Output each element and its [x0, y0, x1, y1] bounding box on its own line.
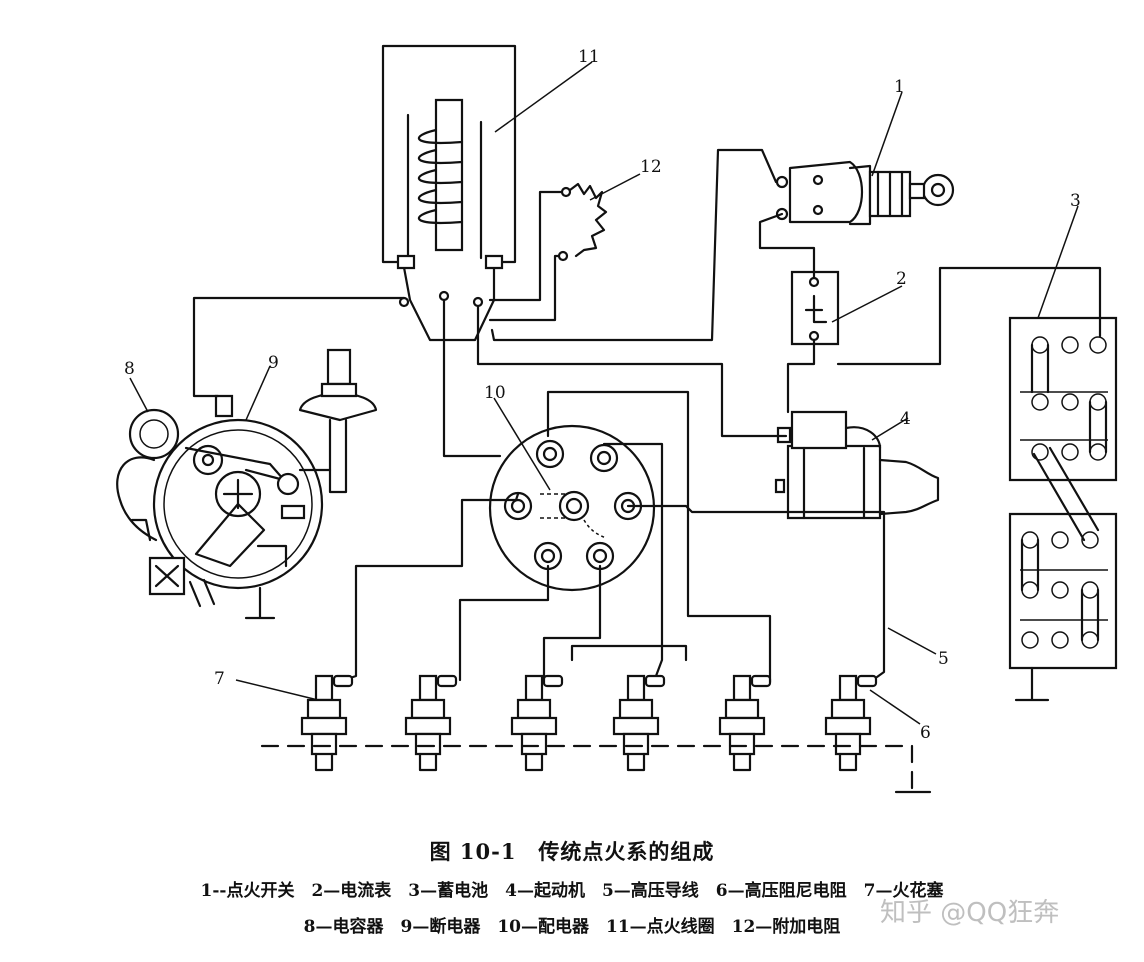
spark-plug-3 — [512, 676, 562, 770]
spark-plug-4 — [614, 676, 664, 770]
battery — [1010, 318, 1116, 700]
spark-plug-5 — [720, 676, 770, 770]
callout-12: 12 — [640, 157, 662, 177]
spark-plug-1 — [302, 676, 352, 770]
callout-labels: 1 2 3 4 5 6 7 8 9 10 11 12 — [124, 47, 1081, 743]
breaker-assembly — [117, 350, 376, 618]
callout-10: 10 — [484, 383, 506, 403]
ammeter — [792, 272, 838, 344]
additional-resistor — [490, 184, 606, 320]
watermark: 知乎 @QQ狂奔 — [880, 898, 1060, 928]
wiring — [194, 150, 1100, 682]
leader-lines — [130, 62, 1078, 724]
starter-motor — [776, 412, 938, 518]
callout-9: 9 — [268, 353, 279, 373]
figure-title: 图 10-1 传统点火系的组成 — [429, 839, 715, 864]
ignition-coil — [383, 46, 515, 340]
callout-8: 8 — [124, 359, 135, 379]
callout-4: 4 — [900, 409, 911, 429]
callout-2: 2 — [896, 269, 907, 289]
callout-6: 6 — [920, 723, 931, 743]
callout-7: 7 — [214, 669, 225, 689]
spark-plug-6 — [826, 676, 876, 770]
ignition-system-diagram: 1 2 3 4 5 6 7 8 9 10 11 12 — [0, 0, 1144, 830]
callout-5: 5 — [938, 649, 949, 669]
callout-3: 3 — [1070, 191, 1081, 211]
legend-line-2: 8—电容器 9—断电器 10—配电器 11—点火线圈 12—附加电阻 — [303, 917, 841, 937]
callout-1: 1 — [894, 77, 905, 97]
legend-line-1: 1--点火开关 2—电流表 3—蓄电池 4—起动机 5—高压导线 6—高压阻尼电… — [200, 881, 944, 901]
spark-plugs — [262, 676, 930, 792]
distributor-cap — [490, 426, 654, 590]
ignition-switch — [777, 162, 953, 224]
spark-plug-2 — [406, 676, 456, 770]
callout-11: 11 — [578, 47, 600, 67]
